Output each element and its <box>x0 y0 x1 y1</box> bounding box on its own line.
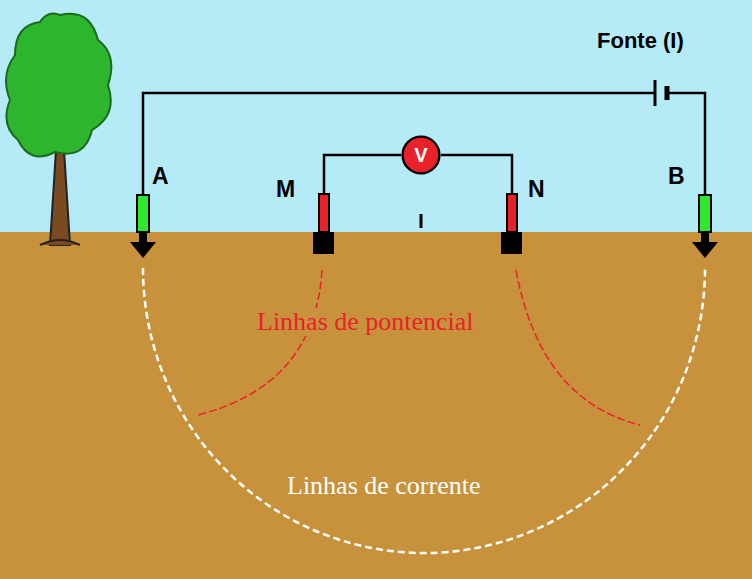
electrode-label: A <box>152 165 169 188</box>
potential-lines-label: Linhas de pontencial <box>255 308 476 336</box>
current-electrode <box>130 195 156 258</box>
meter-symbol: V <box>414 145 427 165</box>
ground <box>0 232 752 579</box>
current-electrode <box>692 195 718 258</box>
battery-plate <box>665 86 670 100</box>
current-lines-label: Linhas de corrente <box>285 472 482 500</box>
battery-plate <box>654 80 657 106</box>
source-wire <box>143 93 705 196</box>
potential-electrode <box>501 194 522 254</box>
electrode-label: N <box>528 178 545 201</box>
electrode-label: B <box>668 165 685 188</box>
electrode-label: M <box>276 178 295 201</box>
potential-electrode <box>313 194 334 254</box>
potential-line <box>516 270 640 425</box>
tree <box>6 14 111 245</box>
potential-line <box>198 270 322 415</box>
current-line <box>143 268 705 553</box>
source-label: Fonte (I) <box>597 30 684 52</box>
center-mark <box>420 214 423 228</box>
voltmeter-circle: V <box>401 135 441 175</box>
